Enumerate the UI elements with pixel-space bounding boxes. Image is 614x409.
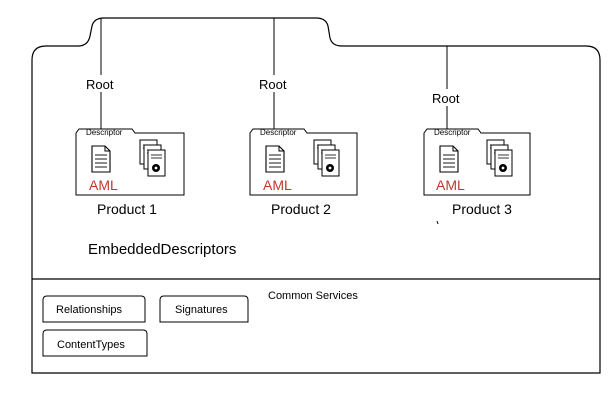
root-label-3: Root (432, 91, 460, 106)
aml-label-3: AML (436, 177, 465, 193)
document-stack-icon (139, 139, 166, 177)
document-icon (91, 145, 111, 173)
stray-mark (436, 220, 439, 225)
aml-label-2: AML (263, 177, 292, 193)
root-label-2: Root (259, 77, 287, 92)
aml-label-1: AML (89, 177, 118, 193)
document-stack-icon (486, 139, 513, 177)
document-icon (439, 145, 459, 173)
document-stack-icon (313, 139, 340, 177)
document-icon (265, 145, 285, 173)
descriptor-label-1: Descriptor (86, 128, 123, 137)
root-label-bg-1 (84, 75, 118, 92)
service-label-relationships: Relationships (56, 304, 123, 316)
service-box-relationships: Relationships (42, 295, 146, 323)
service-label-signatures: Signatures (175, 304, 228, 316)
product-name-1: Product 1 (97, 201, 157, 217)
product-group-1: Root Descriptor AML Product 1 (75, 18, 185, 217)
common-services-label: Common Services (268, 290, 358, 302)
embedded-descriptors-label: EmbeddedDescriptors (88, 241, 236, 258)
product-group-3: Root Descriptor AML Product 3 (423, 46, 531, 217)
service-box-signatures: Signatures (159, 295, 249, 323)
root-label-bg-3 (430, 89, 464, 106)
product-name-3: Product 3 (452, 201, 512, 217)
product-group-2: Root Descriptor AML Product 2 (249, 18, 358, 217)
descriptor-label-3: Descriptor (434, 128, 471, 137)
product-name-2: Product 2 (271, 201, 331, 217)
service-box-contenttypes: ContentTypes (42, 329, 148, 357)
service-label-contenttypes: ContentTypes (57, 339, 125, 351)
descriptor-label-2: Descriptor (260, 128, 297, 137)
root-label-1: Root (86, 77, 114, 92)
root-label-bg-2 (257, 75, 291, 92)
